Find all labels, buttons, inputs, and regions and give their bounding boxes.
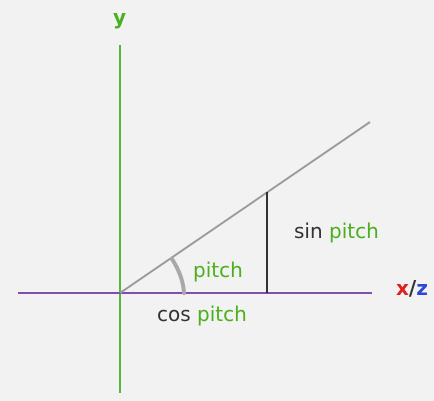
x-axis-label: x [396,276,409,300]
sine-prefix: sin [294,219,323,243]
xz-axis-label: x/z [396,278,428,298]
cosine-label: cos pitch [157,304,247,324]
axis-separator: / [408,276,417,300]
cosine-angle-word: pitch [197,302,247,326]
sine-label: sin pitch [294,221,379,241]
pitch-vector-line [119,121,371,294]
cosine-prefix: cos [157,302,191,326]
angle-label-text: pitch [193,258,243,282]
y-axis-label-text: y [113,5,127,29]
y-axis-label: y [113,7,126,27]
z-axis-label: z [416,276,428,300]
sine-angle-word: pitch [329,219,379,243]
angle-label: pitch [193,260,243,280]
angle-arc [170,257,186,295]
